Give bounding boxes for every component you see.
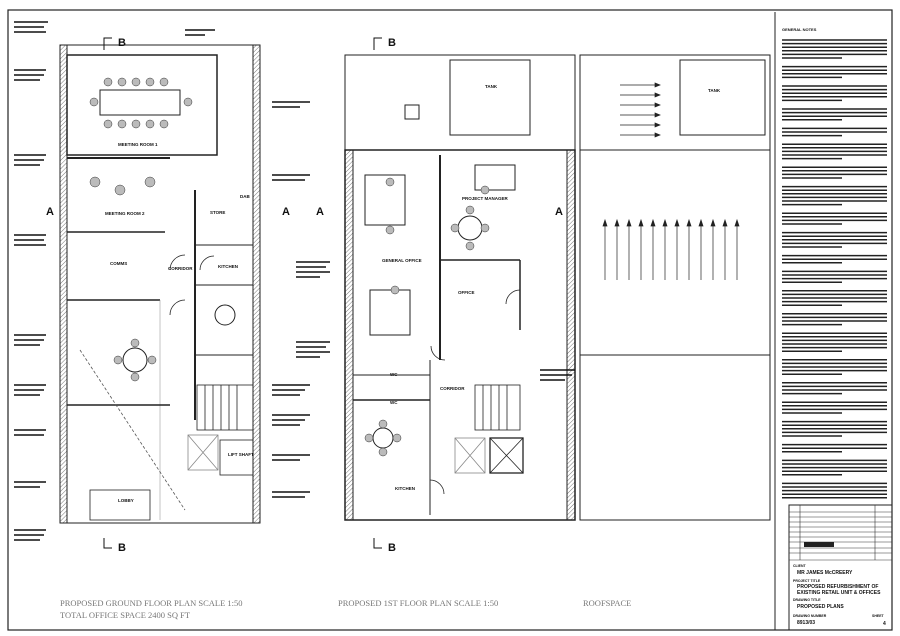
room-label-tank: TANK [485,84,498,89]
room-label-tank: TANK [708,88,721,93]
room-label-comms: COMMS [110,261,127,266]
room-label-wc-1: WC [390,372,398,377]
roof-arrow-head [638,218,644,227]
room-label-dab: DAB [240,194,250,199]
drawing-title-label: DRAWING TITLE [793,598,821,602]
client-label: CLIENT [793,564,807,568]
section-a-right-first: A [555,206,563,218]
room-label-general-office: GENERAL OFFICE [382,258,422,263]
roof-arrow-head [602,218,608,227]
notes-heading: GENERAL NOTES [782,27,817,32]
room-label-wc-2: WC [390,400,398,405]
room-label-store: STORE [210,210,225,215]
roof-arrow-head [722,218,728,227]
section-b-bottom-ground: B [118,542,126,554]
section-a-left-first: A [316,206,324,218]
room-label-meeting-room-2: MEETING ROOM 2 [105,211,145,216]
sheet-border [7,9,893,631]
section-b-top-ground: B [118,37,126,49]
drawing-number-label: DRAWING NUMBER [793,614,827,618]
room-label-project-manager: PROJECT MANAGER [462,196,509,201]
first-floor-plan: PROJECT MANAGER GENERAL OFFICE OFFICE CO… [296,54,576,521]
section-a-left-ground: A [46,206,54,218]
client-name: MR JAMES McCREERY [797,570,853,576]
drawing-number: 8913/03 [797,620,815,626]
section-b-bottom-first: B [388,542,396,554]
roof-arrow-head [674,218,680,227]
room-label-office: OFFICE [458,290,475,295]
roofspace-plan: TANK [579,54,771,521]
project-title-label: PROJECT TITLE [793,579,821,583]
section-b-top-first: B [388,37,396,49]
roof-arrow-head [650,218,656,227]
room-label-meeting-room-1: MEETING ROOM 1 [118,142,158,147]
section-a-right-ground: A [282,206,290,218]
general-notes: GENERAL NOTES [774,12,887,630]
project-title-line1: PROPOSED REFURBISHMENT OF [797,584,878,590]
room-label-kitchen: KITCHEN [218,264,238,269]
roof-arrow-head [686,218,692,227]
section-markers: A A A A B B B B [46,37,563,554]
room-label-lobby: LOBBY [118,498,134,503]
first-floor-caption: PROPOSED 1ST FLOOR PLAN SCALE 1:50 [338,598,498,608]
roof-arrow-head [710,218,716,227]
roof-arrow-head [662,218,668,227]
roof-arrow-head [614,218,620,227]
roof-slope-arrows [602,218,740,280]
title-block: CLIENT MR JAMES McCREERY PROJECT TITLE P… [788,504,893,631]
roof-arrow-head [626,218,632,227]
project-title-line2: EXISTING RETAIL UNIT & OFFICES [797,590,881,596]
roof-arrow-head [698,218,704,227]
notes-text [782,39,887,499]
room-label-lift-shaft: LIFT SHAFT [228,452,254,457]
ground-floor-plan: MEETING ROOM 1 MEETING ROOM 2 COMMS CORR… [14,21,310,541]
ground-floor-caption: PROPOSED GROUND FLOOR PLAN SCALE 1:50 [60,598,243,608]
room-label-corridor: CORRIDOR [168,266,193,271]
roof-arrow-head [734,218,740,227]
room-label-kitchen: KITCHEN [395,486,415,491]
roofspace-caption: ROOFSPACE [583,598,631,608]
sheet-label: SHEET [872,614,885,618]
drawing-title: PROPOSED PLANS [797,604,844,610]
sheet-number: 4 [883,621,886,627]
room-label-corridor: CORRIDOR [440,386,465,391]
ground-floor-subcaption: TOTAL OFFICE SPACE 2400 SQ FT [60,610,191,620]
